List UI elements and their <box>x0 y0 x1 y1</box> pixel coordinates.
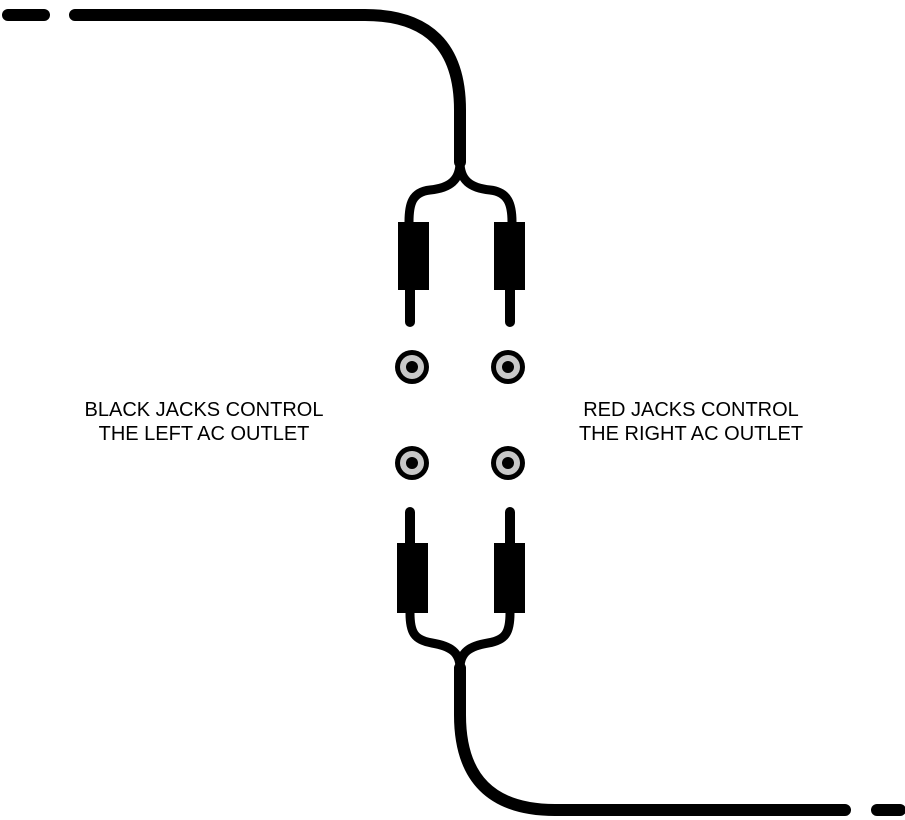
rca-plug-icon <box>398 222 429 290</box>
top-cable-main <box>69 9 466 168</box>
top-cable-split-right <box>455 157 517 227</box>
red-jacks-label-line2: THE RIGHT AC OUTLET <box>578 423 804 445</box>
black-jacks-label-line2: THE LEFT AC OUTLET <box>98 423 310 445</box>
jack-center <box>502 457 514 469</box>
rca-plug-icon <box>494 222 525 290</box>
jack-center <box>406 361 418 373</box>
black-jacks-label-line1: BLACK JACKS CONTROL <box>84 399 324 421</box>
top-plug-left <box>398 222 429 327</box>
red-jack-bottom <box>491 446 525 480</box>
bottom-plug-right <box>494 507 525 613</box>
bottom-cable-main <box>454 662 851 816</box>
bottom-cable-split-left <box>405 608 465 673</box>
rca-plug-icon <box>494 543 525 613</box>
jack-center <box>502 361 514 373</box>
top-cable <box>2 9 517 227</box>
bottom-cable <box>405 608 905 816</box>
bottom-cable-split-right <box>455 608 515 673</box>
rca-plug-icon <box>397 543 428 613</box>
black-jacks-label: BLACK JACKS CONTROL THE LEFT AC OUTLET <box>48 398 360 446</box>
black-jack-top <box>395 350 429 384</box>
red-jacks-label: RED JACKS CONTROL THE RIGHT AC OUTLET <box>545 398 837 446</box>
red-jack-top <box>491 350 525 384</box>
jack-center <box>406 457 418 469</box>
black-jack-bottom <box>395 446 429 480</box>
top-cable-split-left <box>404 157 465 227</box>
top-plug-right <box>494 222 525 327</box>
bottom-plug-left <box>397 507 428 613</box>
red-jacks-label-line1: RED JACKS CONTROL <box>583 399 799 421</box>
